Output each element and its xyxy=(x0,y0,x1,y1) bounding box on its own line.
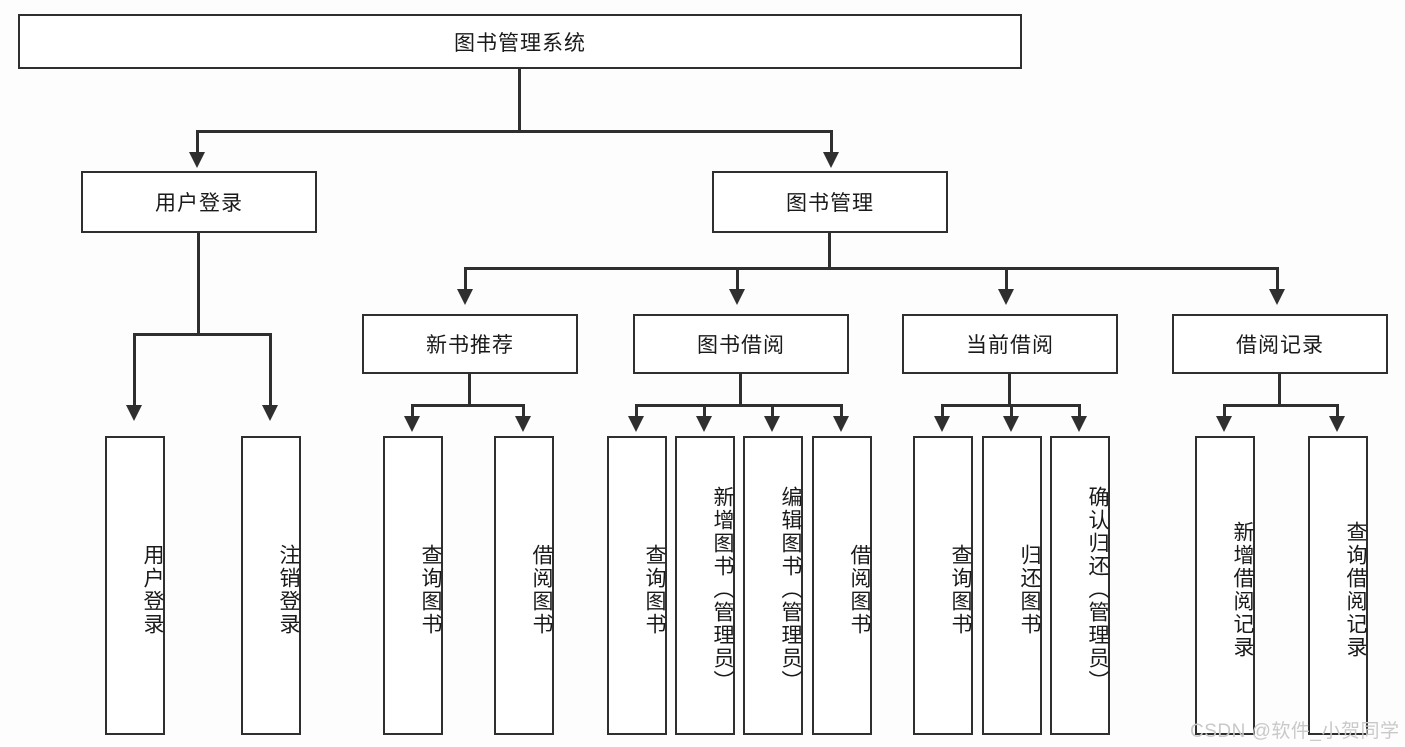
leaf-user-login[interactable]: 用户登录 xyxy=(105,436,165,735)
leaf-borrow-book-1[interactable]: 借阅图书 xyxy=(494,436,554,735)
node-book-manage[interactable]: 图书管理 xyxy=(712,171,948,233)
edge-cb-to-leaf3 xyxy=(1078,404,1081,418)
leaf-borrow-book-2[interactable]: 借阅图书 xyxy=(812,436,872,735)
edge-root-to-book-manage xyxy=(830,130,833,154)
arrow-to-leaf-query-book-3 xyxy=(934,416,950,432)
edge-bm-to-current-borrow xyxy=(1005,267,1008,291)
leaf-query-book-1[interactable]: 查询图书 xyxy=(383,436,443,735)
edge-user-login-stem xyxy=(197,233,200,336)
arrow-to-leaf-borrow-book-2 xyxy=(833,416,849,432)
edge-book-borrow-bus xyxy=(635,404,843,407)
edge-nbr-to-leaf2 xyxy=(522,404,525,418)
leaf-query-book-2[interactable]: 查询图书 xyxy=(607,436,667,735)
arrow-to-leaf-user-login xyxy=(126,405,142,421)
edge-bb-to-leaf4 xyxy=(840,404,843,418)
edge-user-login-to-leaf1 xyxy=(133,333,136,407)
edge-book-manage-stem xyxy=(828,233,831,270)
csdn-watermark: CSDN @软件_小贺同学 xyxy=(1190,721,1400,742)
leaf-query-book-3[interactable]: 查询图书 xyxy=(913,436,973,735)
leaf-user-logout[interactable]: 注销登录 xyxy=(241,436,301,735)
leaf-return-book[interactable]: 归还图书 xyxy=(982,436,1042,735)
node-root-system[interactable]: 图书管理系统 xyxy=(18,14,1022,69)
arrow-to-user-login xyxy=(189,152,205,168)
arrow-to-leaf-query-book-2 xyxy=(628,416,644,432)
edge-cb-to-leaf2 xyxy=(1010,404,1013,418)
edge-user-login-to-leaf2 xyxy=(269,333,272,407)
edge-bm-to-borrow-record xyxy=(1276,267,1279,291)
edge-br-to-leaf1 xyxy=(1223,404,1226,418)
edge-borrow-record-bus xyxy=(1223,404,1339,407)
edge-current-borrow-stem xyxy=(1008,374,1011,406)
edge-bb-to-leaf1 xyxy=(635,404,638,418)
edge-bb-to-leaf3 xyxy=(771,404,774,418)
edge-borrow-record-stem xyxy=(1278,374,1281,406)
edge-new-book-rec-stem xyxy=(468,374,471,406)
arrow-to-book-borrow xyxy=(729,289,745,305)
arrow-to-leaf-query-book-1 xyxy=(404,416,420,432)
edge-nbr-to-leaf1 xyxy=(411,404,414,418)
node-user-login[interactable]: 用户登录 xyxy=(81,171,317,233)
node-new-book-rec[interactable]: 新书推荐 xyxy=(362,314,578,374)
edge-bb-to-leaf2 xyxy=(703,404,706,418)
arrow-to-new-book-rec xyxy=(457,289,473,305)
arrow-to-leaf-user-logout xyxy=(262,405,278,421)
edge-bm-to-new-book-rec xyxy=(464,267,467,291)
leaf-query-record[interactable]: 查询借阅记录 xyxy=(1308,436,1368,735)
edge-user-login-bus xyxy=(133,333,272,336)
leaf-add-record[interactable]: 新增借阅记录 xyxy=(1195,436,1255,735)
node-book-borrow[interactable]: 图书借阅 xyxy=(633,314,849,374)
edge-book-manage-bus xyxy=(464,267,1279,270)
arrow-to-borrow-record xyxy=(1269,289,1285,305)
edge-bm-to-book-borrow xyxy=(736,267,739,291)
arrow-to-leaf-edit-book xyxy=(764,416,780,432)
edge-cb-to-leaf1 xyxy=(941,404,944,418)
arrow-to-leaf-add-book xyxy=(696,416,712,432)
arrow-to-leaf-add-record xyxy=(1216,416,1232,432)
edge-br-to-leaf2 xyxy=(1336,404,1339,418)
edge-book-borrow-stem xyxy=(739,374,742,406)
node-borrow-record[interactable]: 借阅记录 xyxy=(1172,314,1388,374)
edge-root-stem xyxy=(518,69,521,132)
edge-root-bus xyxy=(196,130,833,133)
leaf-add-book[interactable]: 新增图书（管理员） xyxy=(675,436,735,735)
arrow-to-current-borrow xyxy=(998,289,1014,305)
arrow-to-leaf-borrow-book-1 xyxy=(515,416,531,432)
leaf-confirm-return[interactable]: 确认归还（管理员） xyxy=(1050,436,1110,735)
arrow-to-leaf-query-record xyxy=(1329,416,1345,432)
arrow-to-leaf-confirm-return xyxy=(1071,416,1087,432)
arrow-to-book-manage xyxy=(823,152,839,168)
edge-root-to-user-login xyxy=(196,130,199,154)
arrow-to-leaf-return-book xyxy=(1003,416,1019,432)
leaf-edit-book[interactable]: 编辑图书（管理员） xyxy=(743,436,803,735)
node-current-borrow[interactable]: 当前借阅 xyxy=(902,314,1118,374)
edge-new-book-rec-bus xyxy=(411,404,525,407)
